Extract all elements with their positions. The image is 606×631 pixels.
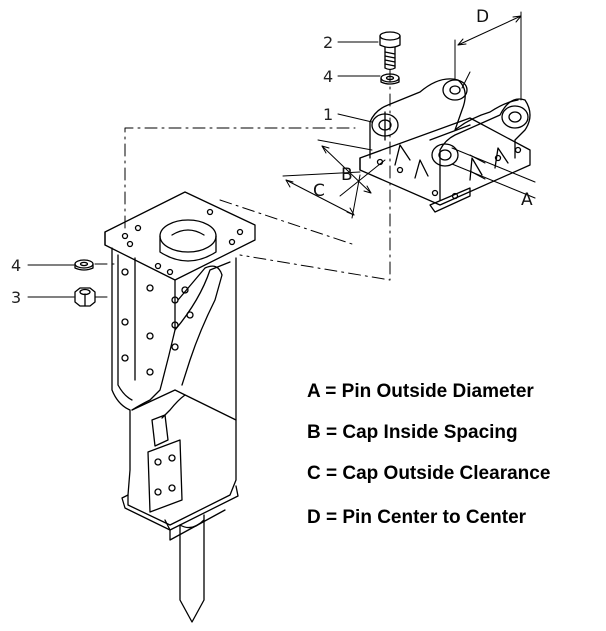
nut-part bbox=[74, 287, 96, 307]
dimension-b-label: B bbox=[341, 165, 353, 185]
dimension-a bbox=[451, 147, 536, 199]
legend-a: A = Pin Outside Diameter bbox=[307, 381, 534, 402]
bolt-part bbox=[379, 31, 401, 71]
callout-bolt: 2 bbox=[323, 33, 333, 52]
mounting-bracket bbox=[359, 78, 531, 213]
dimension-b-c bbox=[282, 139, 386, 219]
assembly-lines bbox=[94, 69, 391, 298]
callout-washer-left: 4 bbox=[11, 256, 21, 275]
dimension-d bbox=[454, 11, 522, 101]
dimension-c-label: C bbox=[313, 181, 325, 201]
callout-washer-top: 4 bbox=[323, 67, 333, 86]
dimension-d-label: D bbox=[476, 7, 489, 27]
washer-left-part bbox=[74, 259, 94, 271]
dimension-a-label: A bbox=[521, 190, 533, 210]
callout-bracket: 1 bbox=[323, 105, 333, 124]
legend-c: C = Cap Outside Clearance bbox=[307, 463, 551, 484]
leader-lines bbox=[27, 41, 471, 298]
legend-b: B = Cap Inside Spacing bbox=[307, 422, 518, 443]
legend-d: D = Pin Center to Center bbox=[307, 507, 527, 528]
callout-nut: 3 bbox=[11, 288, 21, 307]
breaker-body bbox=[104, 191, 256, 623]
